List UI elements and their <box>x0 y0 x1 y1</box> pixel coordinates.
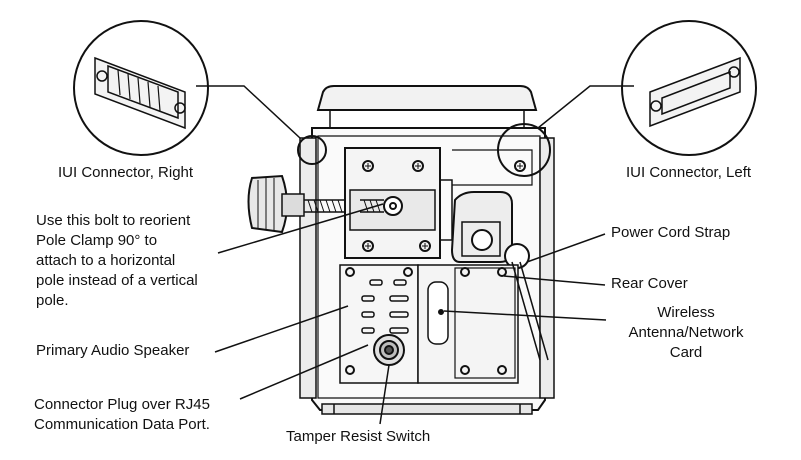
bolt-note-line-3: attach to a horizontal <box>36 252 176 269</box>
label-wireless-card: Wireless Antenna/Network Card <box>606 303 766 363</box>
iui-right-connector-art <box>94 56 186 130</box>
label-rj45-plug: Connector Plug over RJ45 Communication D… <box>34 395 210 435</box>
label-bolt-note: Use this bolt to reorient Pole Clamp 90°… <box>36 211 198 311</box>
bolt-note-line-1: Use this bolt to reorient <box>36 212 191 229</box>
label-iui-connector-left: IUI Connector, Left <box>626 164 752 181</box>
label-tamper-resist-switch: Tamper Resist Switch <box>286 428 431 445</box>
label-power-cord-strap: Power Cord Strap <box>611 224 731 241</box>
bolt-note-line-2: Pole Clamp 90° to <box>36 232 158 249</box>
iui-left-location-marker <box>497 123 551 177</box>
wireless-card-line-1: Wireless <box>657 304 715 321</box>
bolt-note-line-5: pole. <box>36 292 69 309</box>
wireless-card-slot <box>427 281 449 345</box>
iui-right-location-marker <box>297 135 327 165</box>
top-handle <box>316 85 538 111</box>
label-iui-connector-right: IUI Connector, Right <box>58 164 194 181</box>
label-primary-audio-speaker: Primary Audio Speaker <box>36 342 190 359</box>
label-rear-cover: Rear Cover <box>611 275 688 292</box>
iui-left-connector-art <box>649 56 741 128</box>
rj45-line-2: Communication Data Port. <box>34 416 210 433</box>
wireless-card-line-2: Antenna/Network <box>628 324 744 341</box>
pole-clamp-knob <box>247 174 350 234</box>
rj45-line-1: Connector Plug over RJ45 <box>34 396 210 413</box>
leader-lines <box>196 85 634 425</box>
wireless-card-line-3: Card <box>669 344 703 361</box>
power-cord-strap <box>450 191 530 269</box>
bolt-note-line-4: pole instead of a vertical <box>36 272 198 289</box>
rj45-connector-plug <box>373 334 405 366</box>
